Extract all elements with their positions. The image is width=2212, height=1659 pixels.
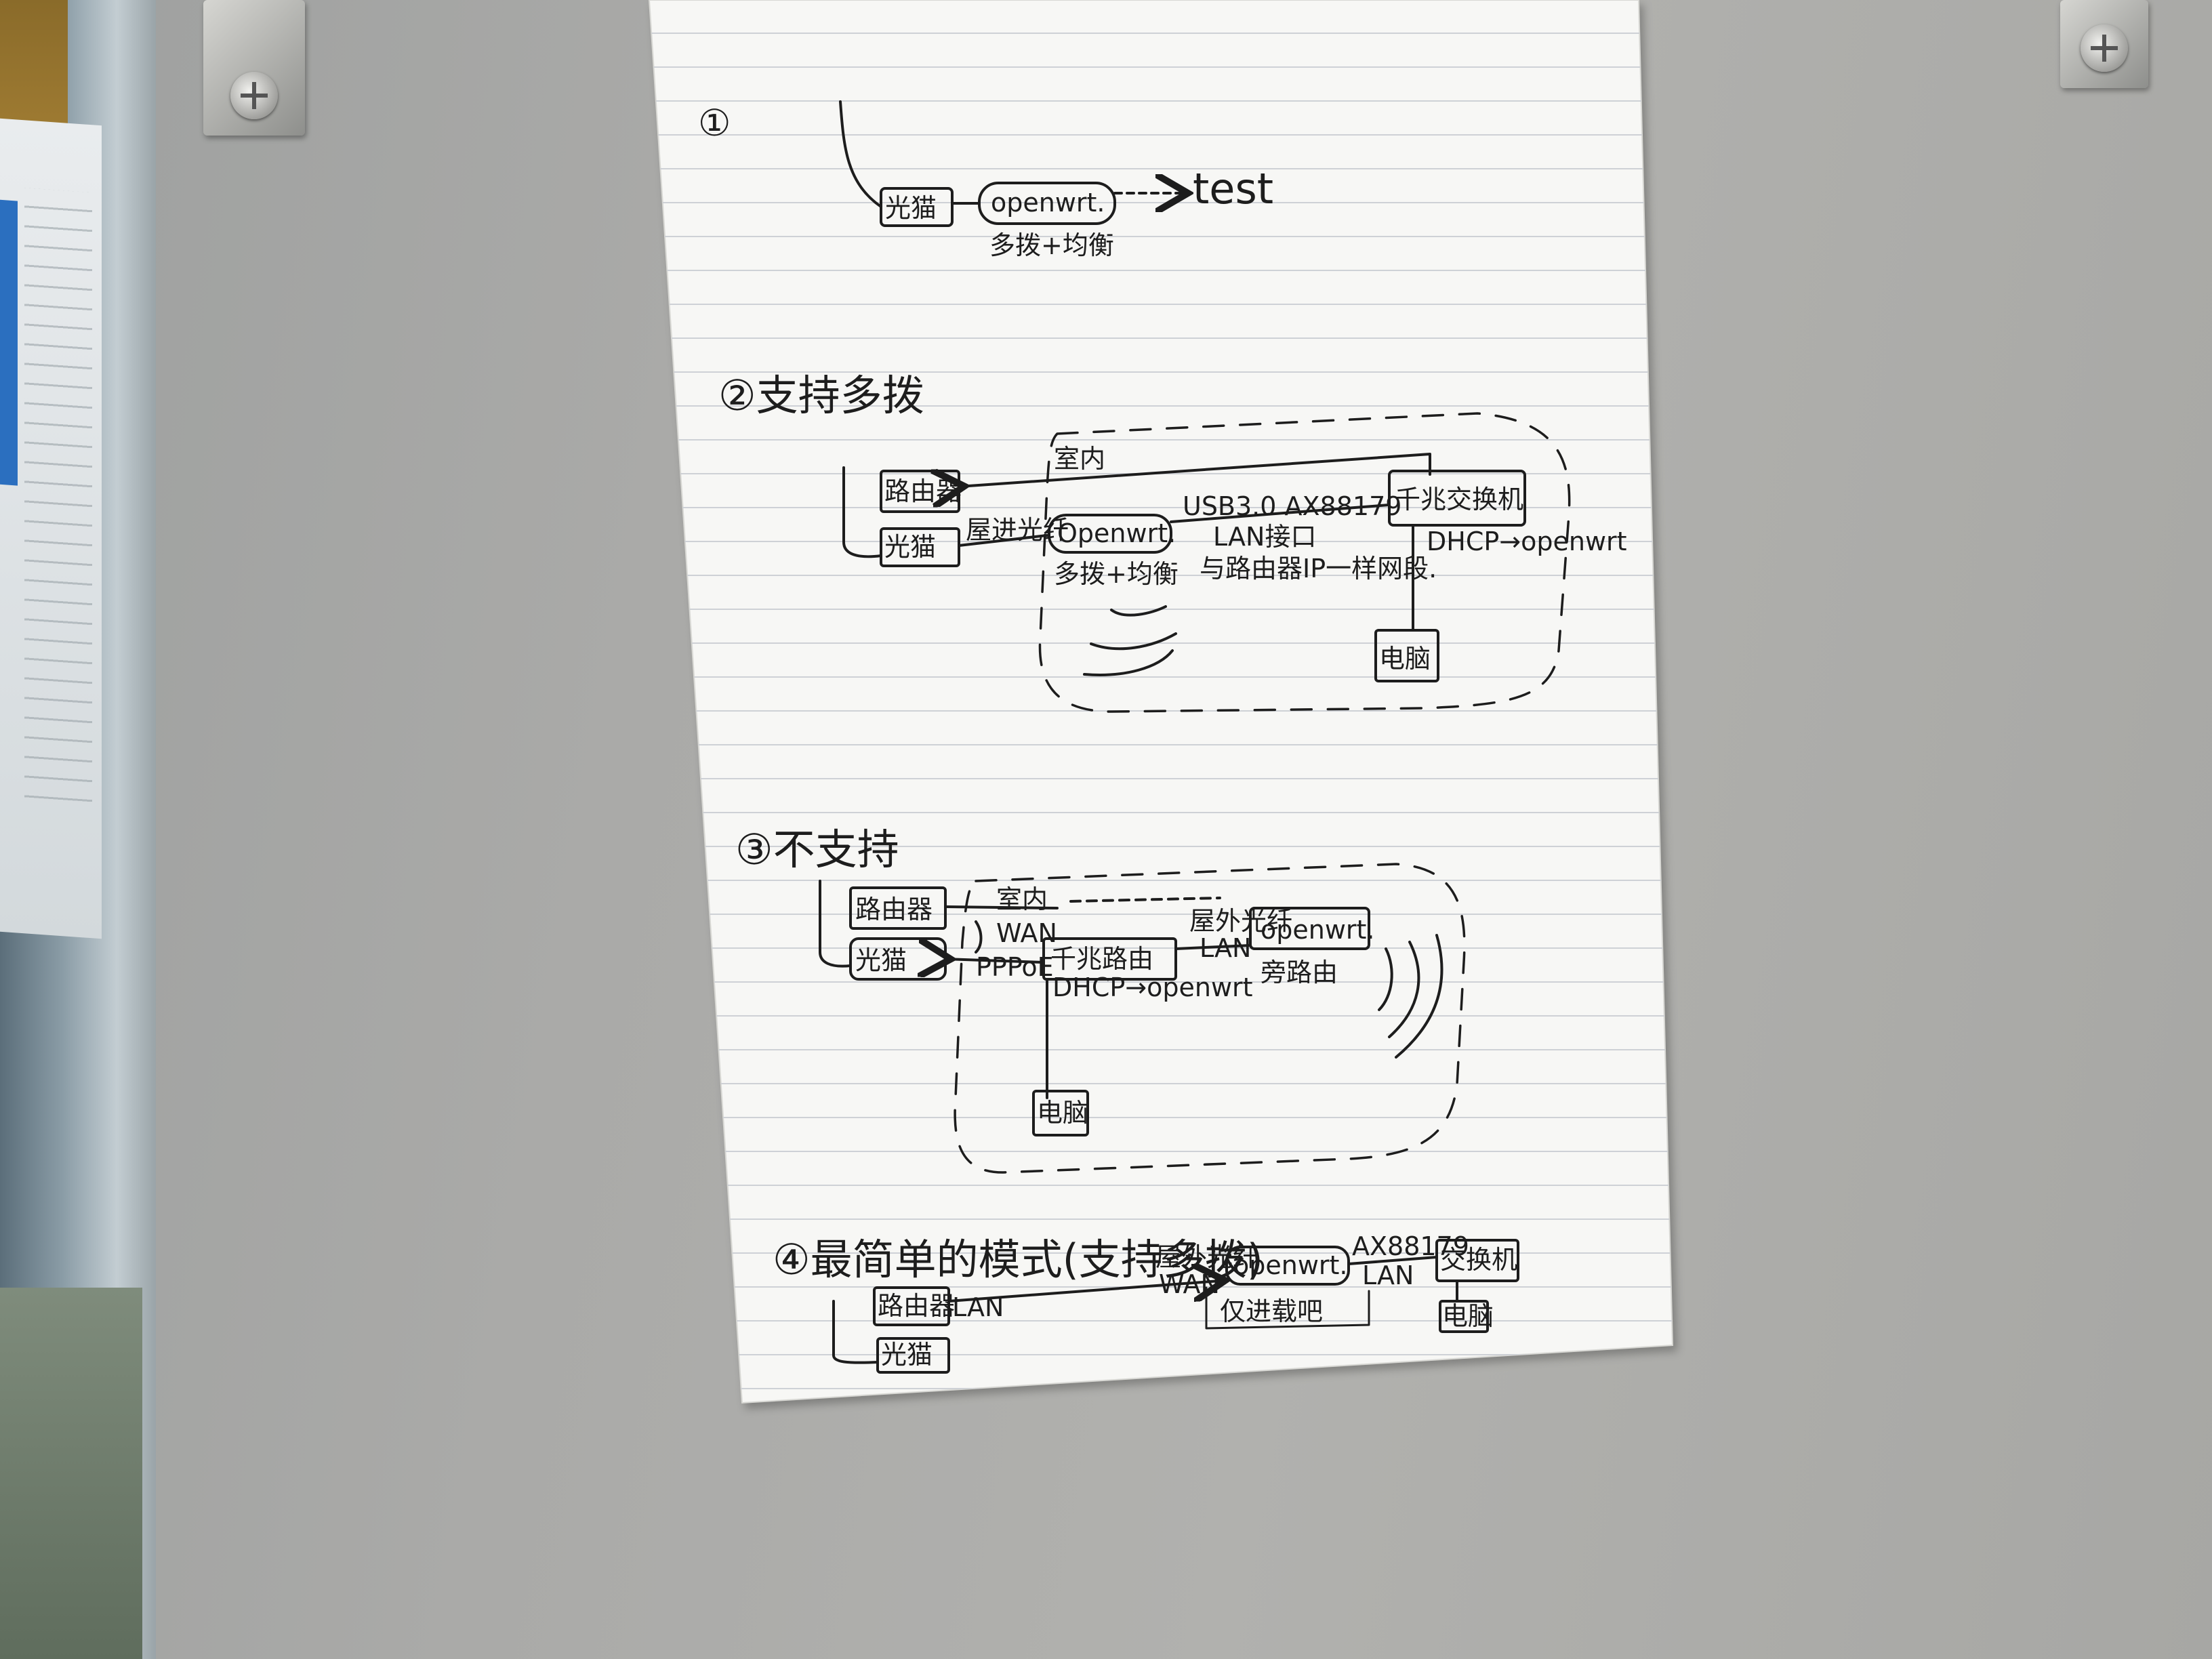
screw-icon — [2081, 24, 2128, 72]
screw-icon — [230, 72, 278, 119]
poster-blue-band — [0, 199, 18, 486]
background-poster — [0, 118, 102, 939]
outdoor-grass — [0, 1288, 142, 1659]
poster-text-lines — [24, 188, 92, 803]
metal-bracket-right — [2060, 0, 2148, 88]
metal-bracket-left — [203, 0, 305, 136]
window-frame-left — [0, 0, 156, 1659]
